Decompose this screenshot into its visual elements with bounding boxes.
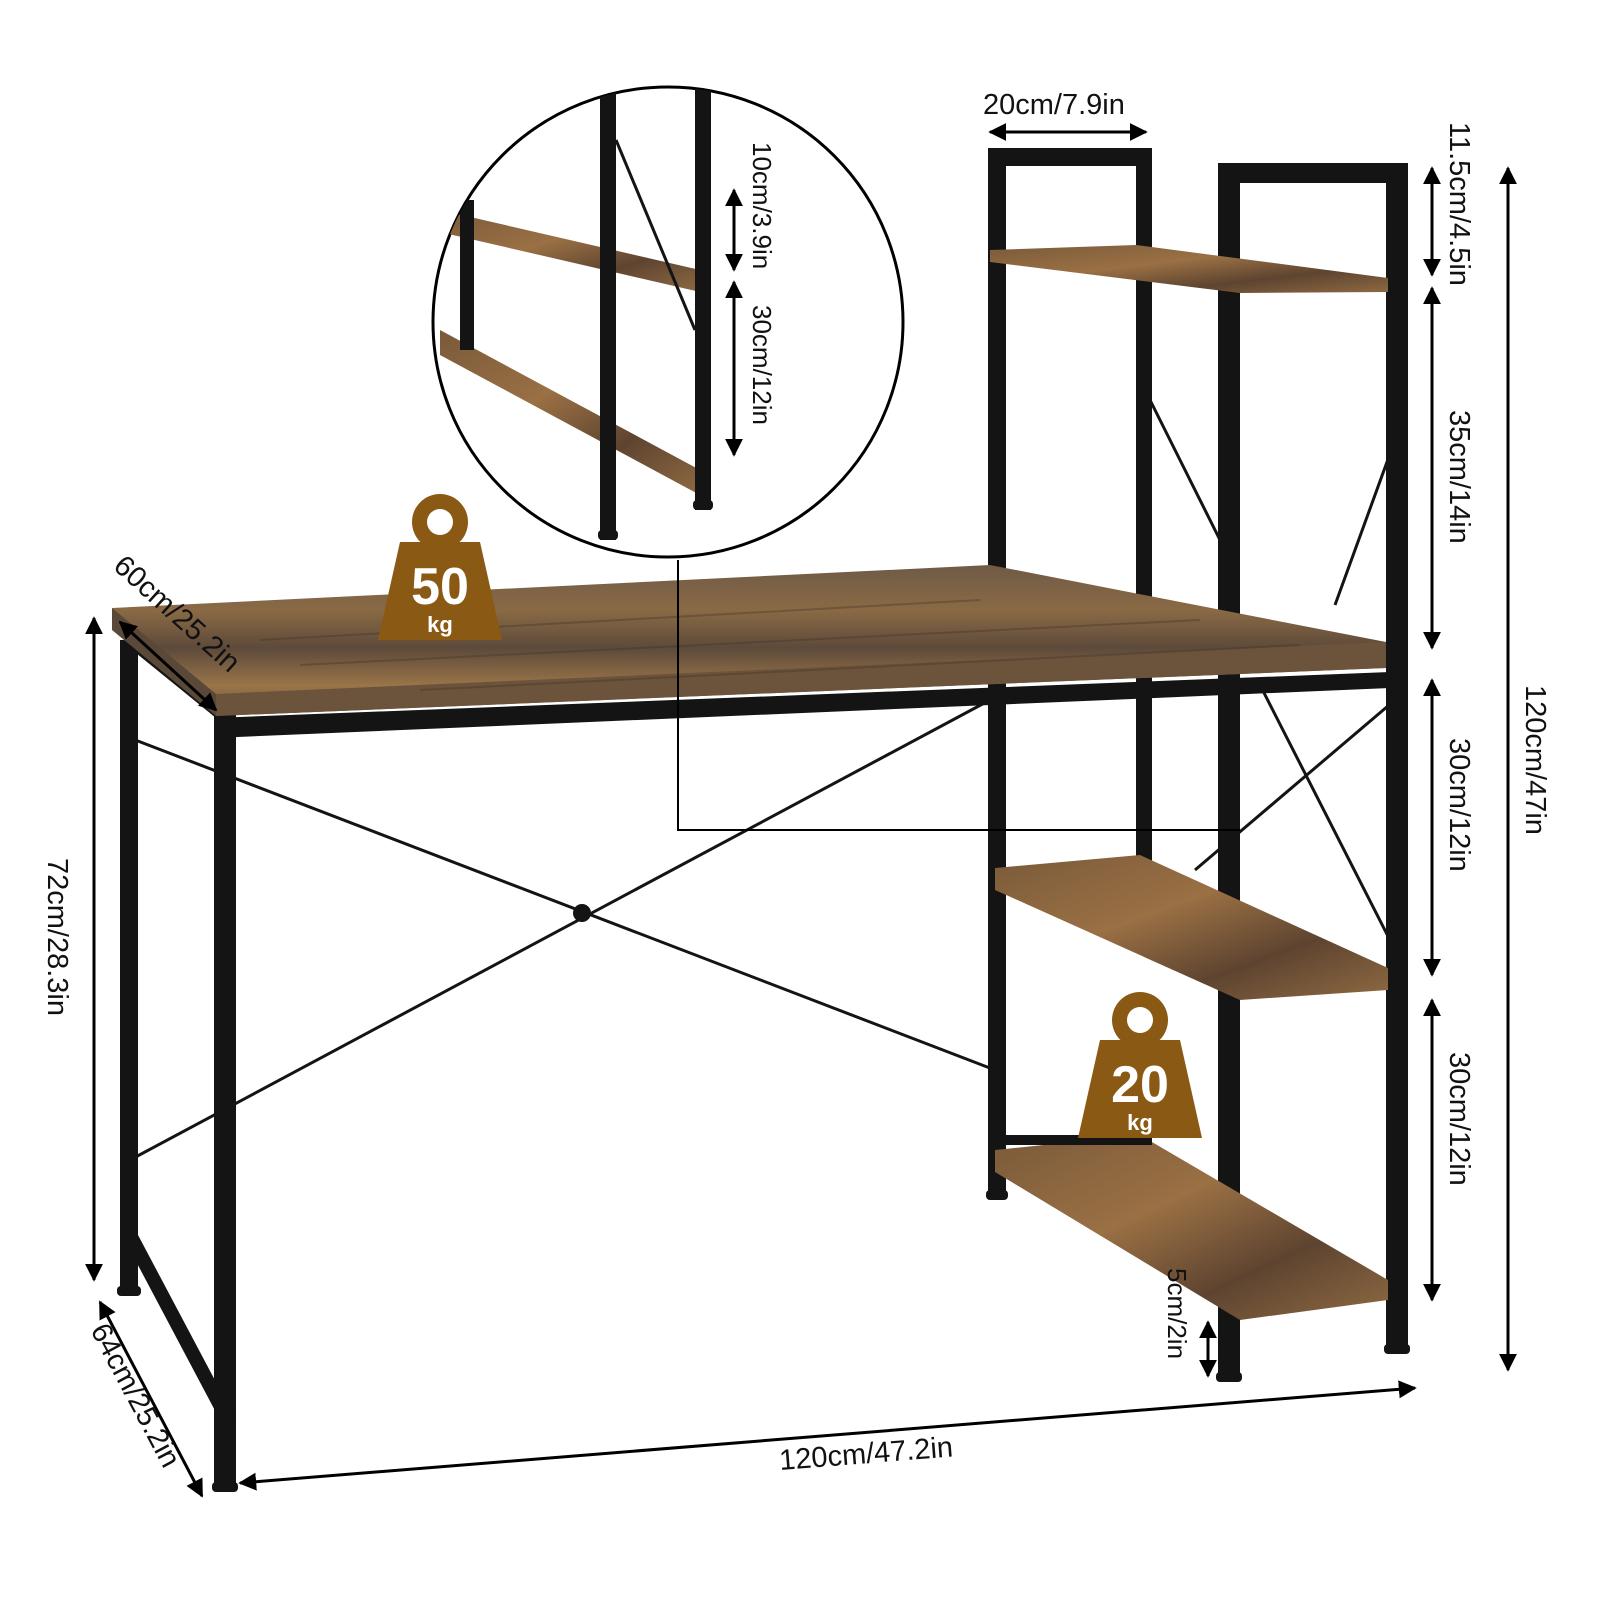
inset-connector: [677, 560, 1240, 831]
dim-upper-shelf-gap: 35cm/14in: [1443, 410, 1475, 544]
shelves: [988, 245, 1388, 1320]
dim-base-depth: 64cm/25.2in: [84, 1318, 186, 1473]
cross-braces: [129, 389, 1397, 1162]
detail-inset: 10cm/3.9in 30cm/12in: [431, 85, 905, 559]
dim-desk-height: 72cm/28.3in: [41, 858, 73, 1016]
weight-badge-50kg: 50 kg: [378, 494, 502, 640]
inset-label-bottom: 30cm/12in: [747, 305, 777, 425]
inset-label-top: 10cm/3.9in: [747, 142, 777, 269]
badge-value: 50: [411, 558, 469, 616]
dim-lower-shelf-gap-2: 30cm/12in: [1443, 1052, 1475, 1186]
badge-value: 20: [1111, 1056, 1169, 1114]
badge-unit: kg: [427, 612, 453, 637]
badge-unit: kg: [1127, 1110, 1153, 1135]
dim-top-clearance: 11.5cm/4.5in: [1443, 122, 1475, 286]
weight-badge-20kg: 20 kg: [1078, 992, 1202, 1138]
dim-bottom-clearance: 5cm/2in: [1162, 1268, 1192, 1359]
dim-top-shelf-width: 20cm/7.9in: [983, 89, 1125, 121]
dimension-lines: [85, 123, 1517, 1498]
dim-total-height: 120cm/47in: [1519, 685, 1551, 835]
dim-lower-shelf-gap-1: 30cm/12in: [1443, 738, 1475, 872]
